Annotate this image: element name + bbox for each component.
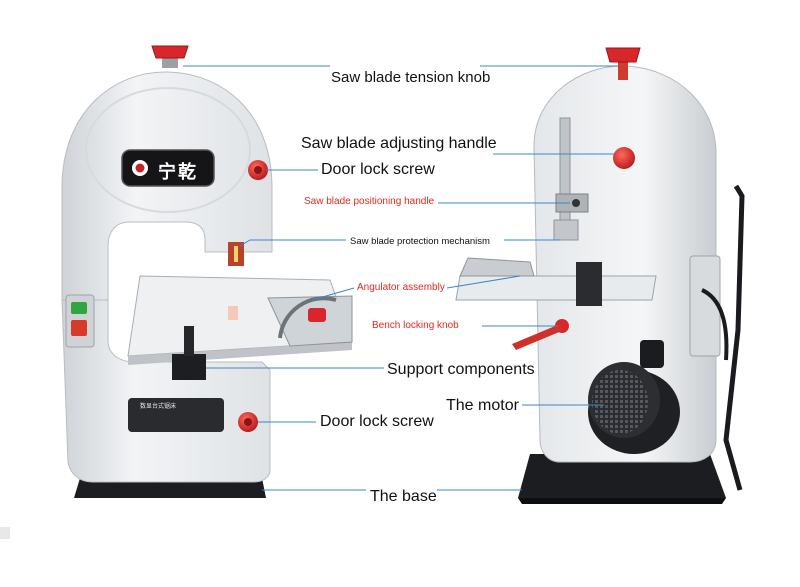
label-saw-blade-tension-knob: Saw blade tension knob — [331, 69, 491, 86]
right-tension-knob-icon — [605, 47, 641, 63]
leader-protection-1 — [239, 239, 346, 247]
label-door-lock-screw-bottom: Door lock screw — [320, 413, 434, 430]
label-angulator-assembly: Angulator assembly — [357, 282, 445, 293]
leader-angulator-1 — [311, 287, 355, 301]
power-cable — [723, 184, 745, 491]
label-bench-locking-knob: Bench locking knob — [372, 320, 459, 331]
label-the-motor: The motor — [446, 397, 519, 414]
power-switch-icon — [71, 302, 87, 314]
left-bandsaw — [61, 45, 353, 498]
right-body — [533, 65, 717, 463]
left-nameplate — [128, 398, 224, 432]
right-bench-lock-lever — [512, 324, 564, 350]
left-tension-knob-icon — [151, 45, 189, 59]
right-adjusting-handle-icon — [613, 147, 635, 169]
label-saw-blade-adjusting-handle: Saw blade adjusting handle — [301, 135, 497, 152]
nameplate-text: 数显台式锯床 — [140, 404, 177, 410]
left-support — [172, 354, 206, 380]
right-positioning-handle-icon — [572, 199, 580, 207]
label-door-lock-screw-top: Door lock screw — [321, 161, 435, 178]
left-lower-frame — [61, 299, 271, 483]
label-support-components: Support components — [387, 361, 535, 378]
left-base — [74, 478, 266, 498]
leader-angulator-2 — [446, 275, 521, 289]
label-saw-blade-positioning-handle: Saw blade positioning handle — [304, 196, 435, 207]
corner-mark — [0, 527, 10, 539]
right-electrical-box — [689, 255, 721, 357]
brand-badge — [121, 149, 215, 187]
motor-icon — [588, 340, 680, 454]
right-worktable — [455, 275, 657, 301]
brand-logo-text: 宁乾 — [158, 162, 198, 183]
leader-lines — [183, 65, 618, 491]
label-saw-blade-protection-mechanism: Saw blade protection mechanism — [350, 236, 490, 247]
right-base — [518, 454, 726, 498]
label-the-base: The base — [370, 488, 437, 505]
right-bandsaw — [455, 47, 745, 504]
right-guide-post — [559, 117, 571, 231]
